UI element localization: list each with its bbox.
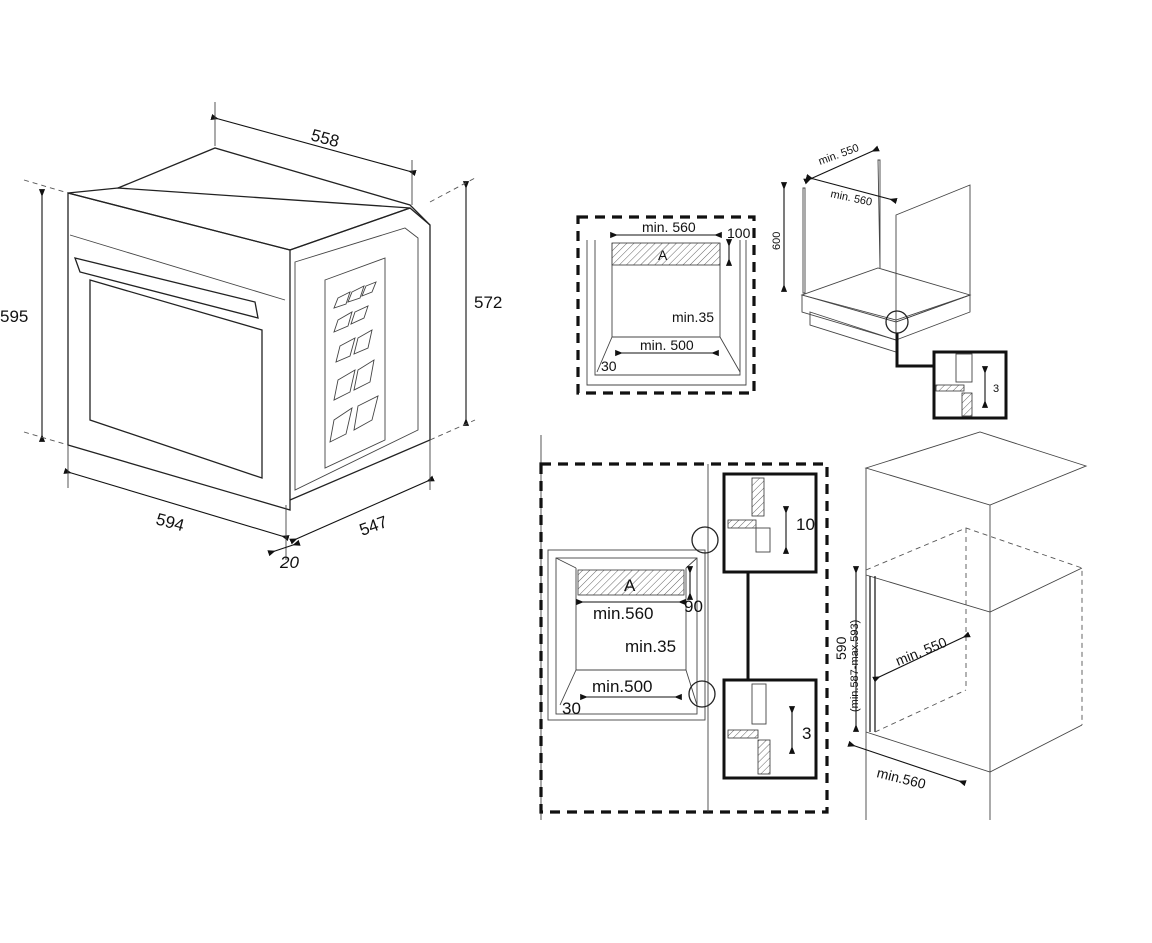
- detail-inset-top: [722, 472, 818, 574]
- oven-drawing: 558 595 572 594 547 20: [0, 102, 502, 572]
- dim-line-width: [63, 467, 290, 542]
- dim-line-depth-top: [210, 114, 417, 176]
- dim-depth-side: 547: [357, 512, 390, 540]
- column-area-label: A: [624, 576, 636, 595]
- column-height: 590: [833, 636, 849, 660]
- oven-front-frame: [67, 192, 291, 511]
- column-plan-width: min.560: [593, 604, 653, 623]
- cabinet-depth: min. 550: [817, 142, 861, 168]
- dim-door-thickness: 20: [279, 553, 299, 572]
- oven-vents: [329, 281, 379, 443]
- dim-height-side: 572: [474, 293, 502, 312]
- detail-inset-bottom: [722, 678, 818, 780]
- detail-gap: 3: [993, 383, 999, 395]
- column-plan-top-gap: 90: [684, 597, 703, 616]
- oven-side-panel: [294, 227, 419, 491]
- column-plan: A min.560 90 min.35 min.500 30 10 3: [539, 435, 829, 820]
- dim-line-depth-side: [289, 475, 435, 545]
- oven-door-window: [89, 279, 263, 479]
- undercounter-cabinet: min. 550 min. 560 600 3: [771, 142, 1008, 420]
- undercounter-plan: min. 560 100 A min.35 min. 500 30: [576, 215, 756, 395]
- cabinet-width: min. 560: [829, 188, 873, 209]
- plan-width: min. 560: [642, 219, 696, 235]
- dim-depth-top: 558: [309, 126, 341, 152]
- dim-width: 594: [154, 510, 186, 536]
- detail-bottom-gap: 3: [802, 724, 811, 743]
- plan-base-width: min. 500: [640, 337, 694, 353]
- detail-inset: [932, 350, 1008, 420]
- plan-side: 30: [601, 358, 617, 374]
- column-height-range: (min.587-max.593): [849, 620, 861, 712]
- column-depth: min. 550: [893, 634, 949, 669]
- cabinet-height: 600: [771, 232, 783, 250]
- plan-bottom-gap: min.35: [672, 309, 714, 325]
- column-cabinet: 590 (min.587-max.593) min. 550 min.560: [833, 431, 1088, 820]
- oven-top: [67, 187, 411, 251]
- plan-top-gap: 100: [727, 225, 751, 241]
- column-plan-side: 30: [562, 699, 581, 718]
- oven-handle: [73, 257, 259, 319]
- column-width: min.560: [875, 764, 927, 792]
- column-plan-base-width: min.500: [592, 677, 652, 696]
- plan-area-label: A: [658, 247, 668, 263]
- column-plan-bottom-gap: min.35: [625, 637, 676, 656]
- detail-top-gap: 10: [796, 515, 815, 534]
- dim-height-front: 595: [0, 307, 28, 326]
